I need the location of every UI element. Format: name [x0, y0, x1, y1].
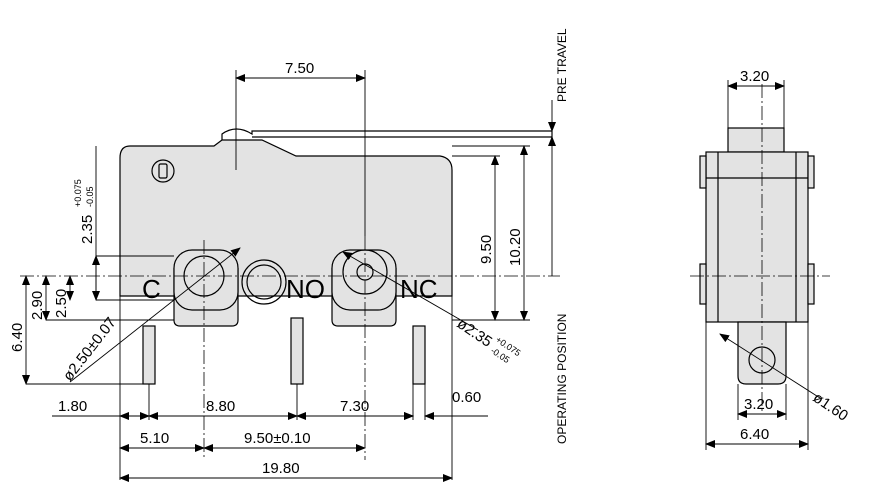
- label-operating-position: OPERATING POSITION: [555, 314, 569, 444]
- dim-side-hole-diameter: ø1.60: [810, 389, 851, 425]
- terminal-label-c: C: [142, 274, 161, 304]
- dim-9-50: 9.50: [478, 235, 495, 264]
- logo-mark: [151, 159, 175, 183]
- dim-7-50: 7.50: [285, 60, 314, 77]
- dim-2-35-tol-plus: +0.075: [73, 179, 83, 207]
- pin-c: [142, 325, 156, 385]
- side-view: 3.20 3.20 6.40 ø1.60: [690, 68, 851, 450]
- dim-7-30: 7.30: [340, 398, 369, 415]
- leader-hole-c: [69, 247, 241, 383]
- mount-hole-no-inner: [246, 264, 282, 300]
- dim-9-50-tol: 9.50±0.10: [244, 430, 311, 447]
- dim-1-80: 1.80: [58, 398, 87, 415]
- dim-hole-nc-diameter: ø2.35: [454, 315, 495, 351]
- dim-8-80: 8.80: [206, 398, 235, 415]
- dim-2-35-tol-minus: -0.05: [85, 186, 95, 207]
- terminal-label-no: NO: [286, 274, 325, 304]
- mount-hole-no: [241, 259, 287, 305]
- dim-2-90: 2.90: [29, 291, 46, 320]
- side-body: [705, 151, 809, 323]
- switch-body: [119, 139, 453, 297]
- dim-19-80: 19.80: [262, 460, 300, 477]
- label-pre-travel: PRE TRAVEL: [555, 28, 569, 102]
- dim-5-10: 5.10: [140, 430, 169, 447]
- side-rib-bl: [699, 263, 707, 305]
- side-rib-br: [807, 263, 815, 305]
- side-actuator: [727, 127, 785, 153]
- side-rib-tl: [699, 155, 707, 189]
- dim-2-50: 2.50: [53, 289, 70, 318]
- dim-side-6-40: 6.40: [740, 426, 769, 443]
- pin-no: [290, 317, 304, 385]
- dim-side-bot-3-20: 3.20: [744, 396, 773, 413]
- side-rib-tr: [807, 155, 815, 189]
- dim-side-top-3-20: 3.20: [740, 68, 769, 85]
- front-view: C NO NC 7.50 9.50 10.20: [9, 28, 569, 482]
- pin-nc: [412, 325, 426, 385]
- terminal-label-nc: NC: [400, 274, 438, 304]
- dim-10-20: 10.20: [507, 228, 524, 266]
- leader-side-hole: [719, 333, 821, 399]
- dim-2-35: 2.35: [79, 215, 96, 244]
- leader-hole-nc: [342, 251, 479, 331]
- dim-0-60: 0.60: [452, 389, 481, 406]
- mount-boss-c: [173, 249, 239, 311]
- dim-6-40: 6.40: [9, 323, 26, 352]
- actuator-lever: [221, 128, 553, 146]
